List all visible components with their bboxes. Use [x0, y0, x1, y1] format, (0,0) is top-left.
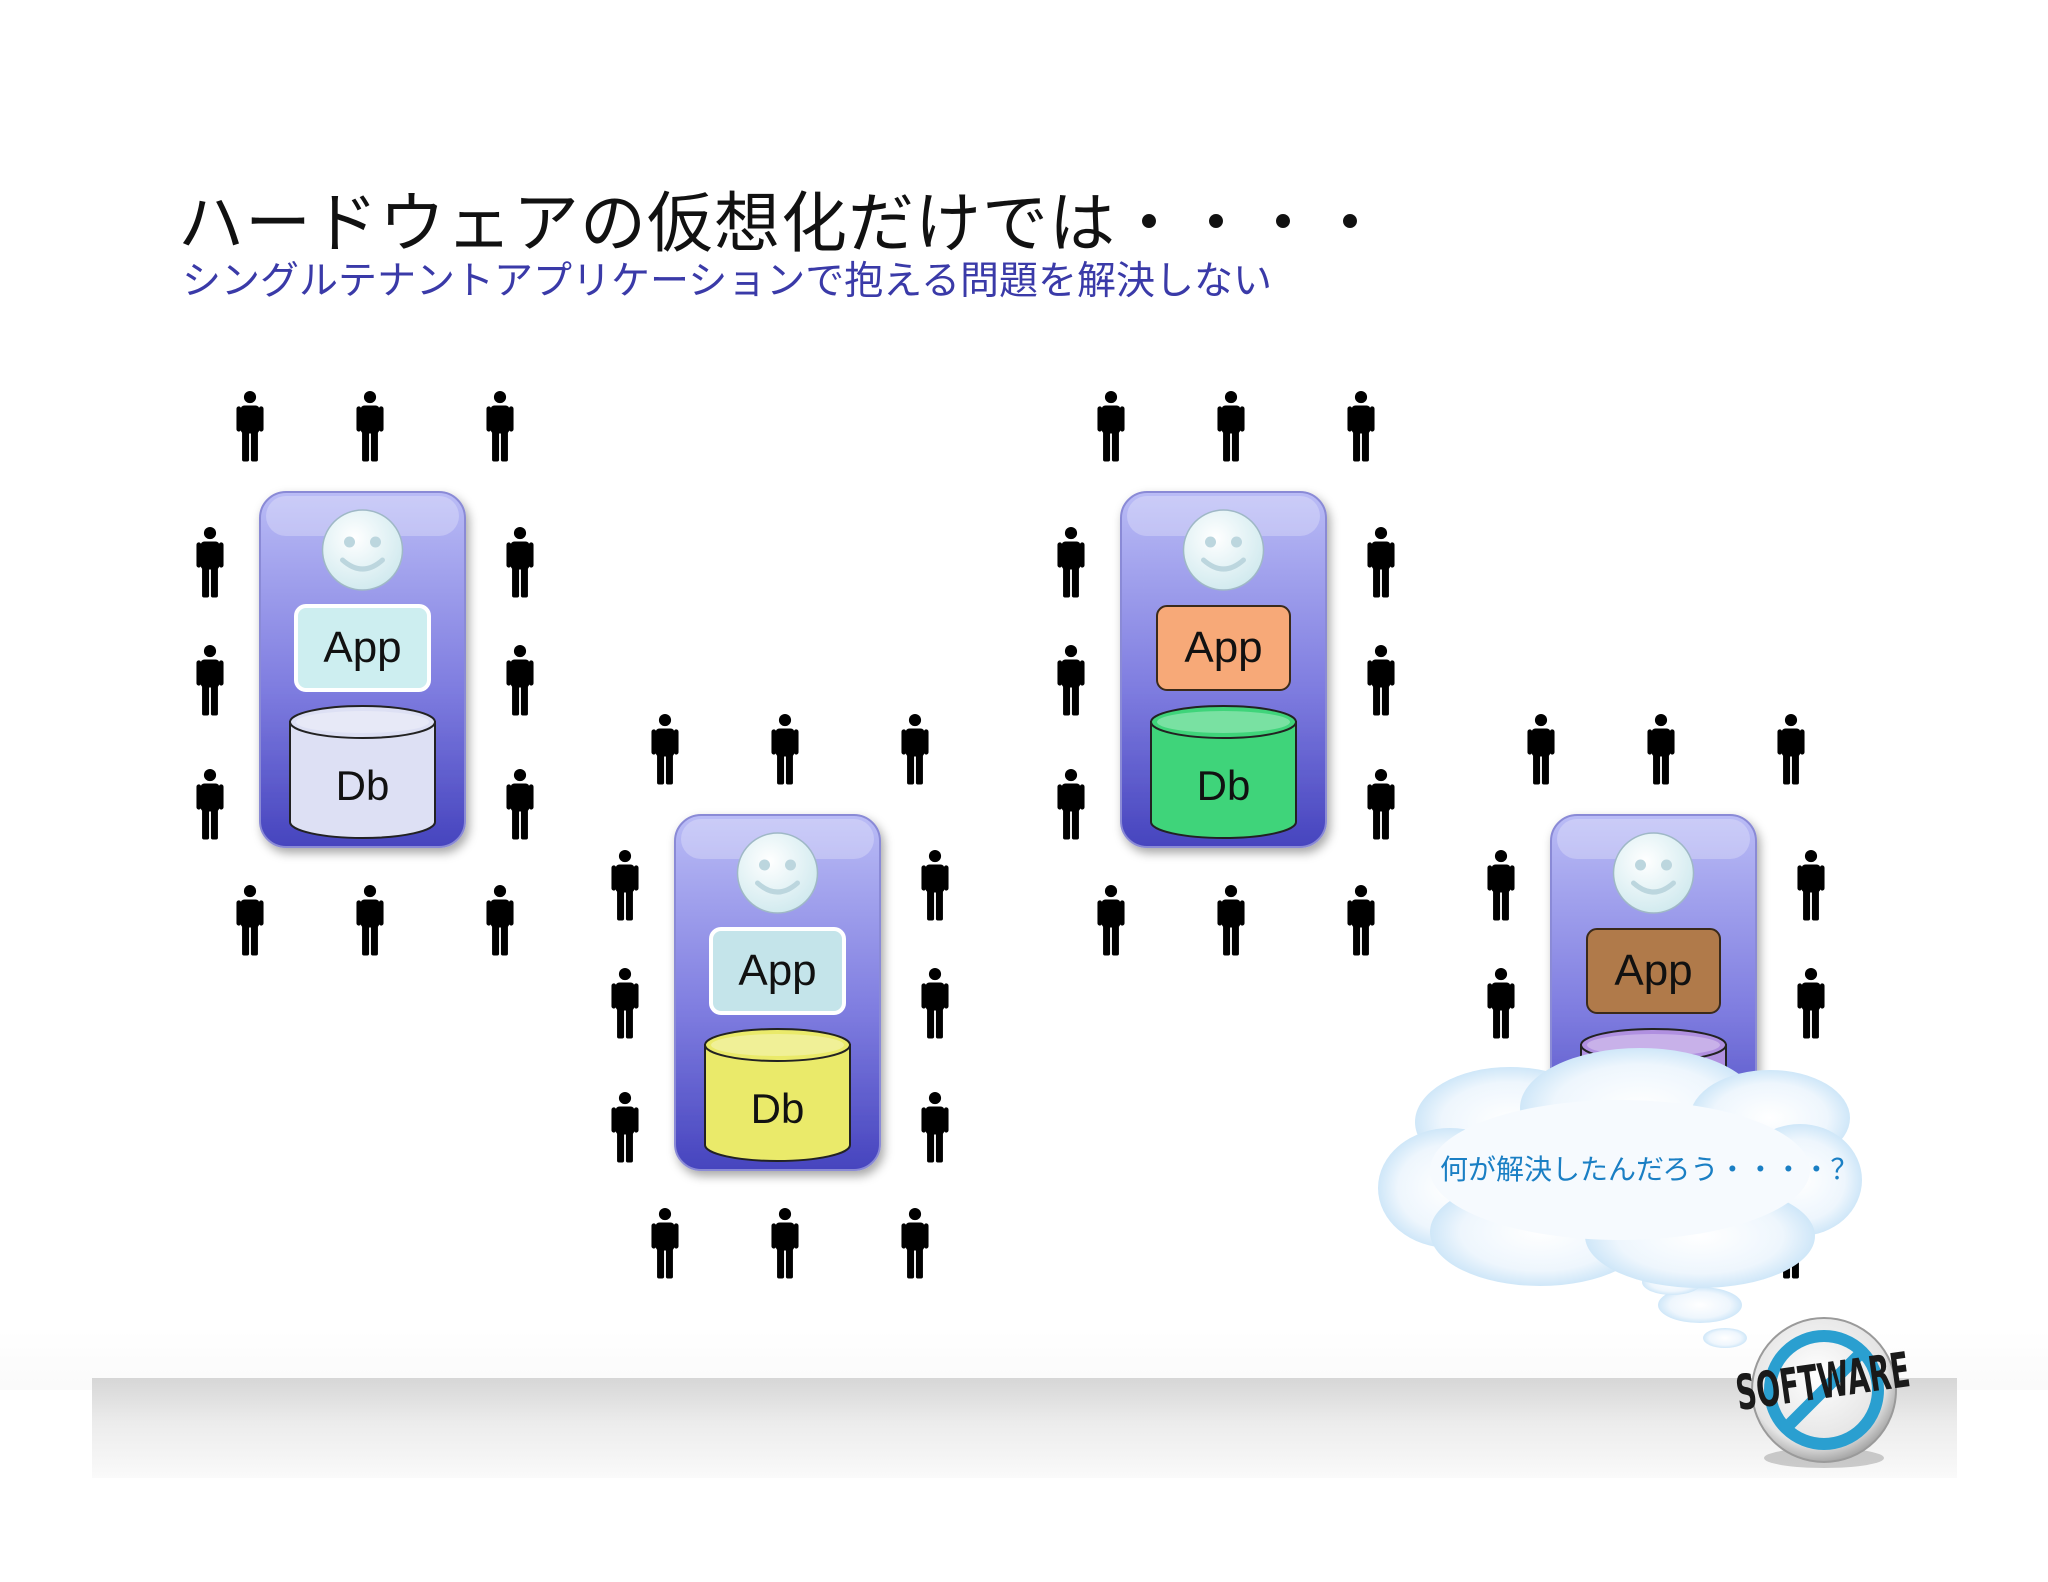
tenant-2-user-right-1	[921, 850, 949, 921]
tenant-1-user-bottom-2	[356, 885, 384, 956]
tenant-4-user-right-2	[1797, 968, 1825, 1039]
tenant-2-user-left-1	[611, 850, 639, 921]
tenant-4-user-left-2	[1487, 968, 1515, 1039]
tenant-3-user-top-2	[1217, 391, 1245, 462]
tenant-2-user-right-3	[921, 1092, 949, 1163]
tenant-2-app-label: App	[738, 946, 816, 995]
page-title: ハードウェアの仮想化だけでは・・・・	[178, 185, 1384, 262]
tenant-2-app-box: App	[709, 927, 846, 1015]
tenant-4-user-top-3	[1777, 714, 1805, 785]
tenant-3-db-label: Db	[1197, 762, 1251, 809]
tenant-2-user-right-2	[921, 968, 949, 1039]
tenant-1-user-top-1	[236, 391, 264, 462]
tenant-3-user-left-2	[1057, 645, 1085, 716]
smiley-face-icon	[1612, 832, 1695, 914]
tenant-3-user-bottom-3	[1347, 885, 1375, 956]
tenant-2-user-bottom-2	[771, 1208, 799, 1279]
smiley-face-icon	[1182, 509, 1265, 591]
tenant-3-user-right-1	[1367, 527, 1395, 598]
tenant-3-user-top-1	[1097, 391, 1125, 462]
tenant-2-db-label: Db	[751, 1085, 805, 1132]
tenant-1-user-bottom-3	[486, 885, 514, 956]
tenant-4-user-right-1	[1797, 850, 1825, 921]
tenant-2-user-left-3	[611, 1092, 639, 1163]
tenant-1-user-right-2	[506, 645, 534, 716]
tenant-1-user-left-2	[196, 645, 224, 716]
tenant-1-user-right-1	[506, 527, 534, 598]
tenant-3-user-top-3	[1347, 391, 1375, 462]
tenant-2-user-left-2	[611, 968, 639, 1039]
page-subtitle: シングルテナントアプリケーションで抱える問題を解決しない	[182, 259, 1273, 304]
tenant-4-user-top-2	[1647, 714, 1675, 785]
thought-puff-medium	[1658, 1287, 1742, 1323]
cloud-shape	[1378, 1048, 1862, 1288]
logo-slash	[1780, 1346, 1868, 1434]
tenant-1-app-box: App	[294, 604, 431, 692]
tenant-3-user-bottom-1	[1097, 885, 1125, 956]
tenant-3-app-label: App	[1184, 623, 1262, 672]
tenant-2-user-bottom-3	[901, 1208, 929, 1279]
tenant-4-user-left-1	[1487, 850, 1515, 921]
tenant-4-app-label: App	[1614, 946, 1692, 995]
tenant-2-user-bottom-1	[651, 1208, 679, 1279]
tenant-3-user-bottom-2	[1217, 885, 1245, 956]
tenant-2-db-cylinder: Db	[704, 1028, 851, 1162]
tenant-3-user-right-2	[1367, 645, 1395, 716]
tenant-2-user-top-3	[901, 714, 929, 785]
thought-bubble-text: 何が解決したんだろう・・・・？	[1440, 1153, 1859, 1186]
smiley-face-icon	[736, 832, 819, 914]
thought-bubble	[1378, 1048, 1862, 1348]
tenant-1-db-label: Db	[336, 762, 390, 809]
tenant-1-user-right-3	[506, 769, 534, 840]
tenant-1-user-left-3	[196, 769, 224, 840]
tenant-3-db-cylinder: Db	[1150, 705, 1297, 839]
tenant-4-user-top-1	[1527, 714, 1555, 785]
tenant-2-user-top-1	[651, 714, 679, 785]
tenant-2-user-top-2	[771, 714, 799, 785]
tenant-1-user-top-3	[486, 391, 514, 462]
tenant-1-db-cylinder: Db	[289, 705, 436, 839]
tenant-1-user-top-2	[356, 391, 384, 462]
tenant-3-app-box: App	[1156, 605, 1291, 691]
tenant-4-app-box: App	[1586, 928, 1721, 1014]
tenant-1-user-left-1	[196, 527, 224, 598]
smiley-face-icon	[321, 509, 404, 591]
tenant-3-user-left-1	[1057, 527, 1085, 598]
tenant-1-app-label: App	[323, 623, 401, 672]
servers-layer: AppDbAppDbAppDbAppDb	[259, 491, 1757, 1171]
tenant-3-user-right-3	[1367, 769, 1395, 840]
thought-puff-small	[1703, 1328, 1747, 1348]
tenant-3-user-left-3	[1057, 769, 1085, 840]
software-logo: SOFTWARE	[1733, 1317, 1913, 1468]
tenant-1-user-bottom-1	[236, 885, 264, 956]
floor-gradient	[92, 1378, 1957, 1478]
